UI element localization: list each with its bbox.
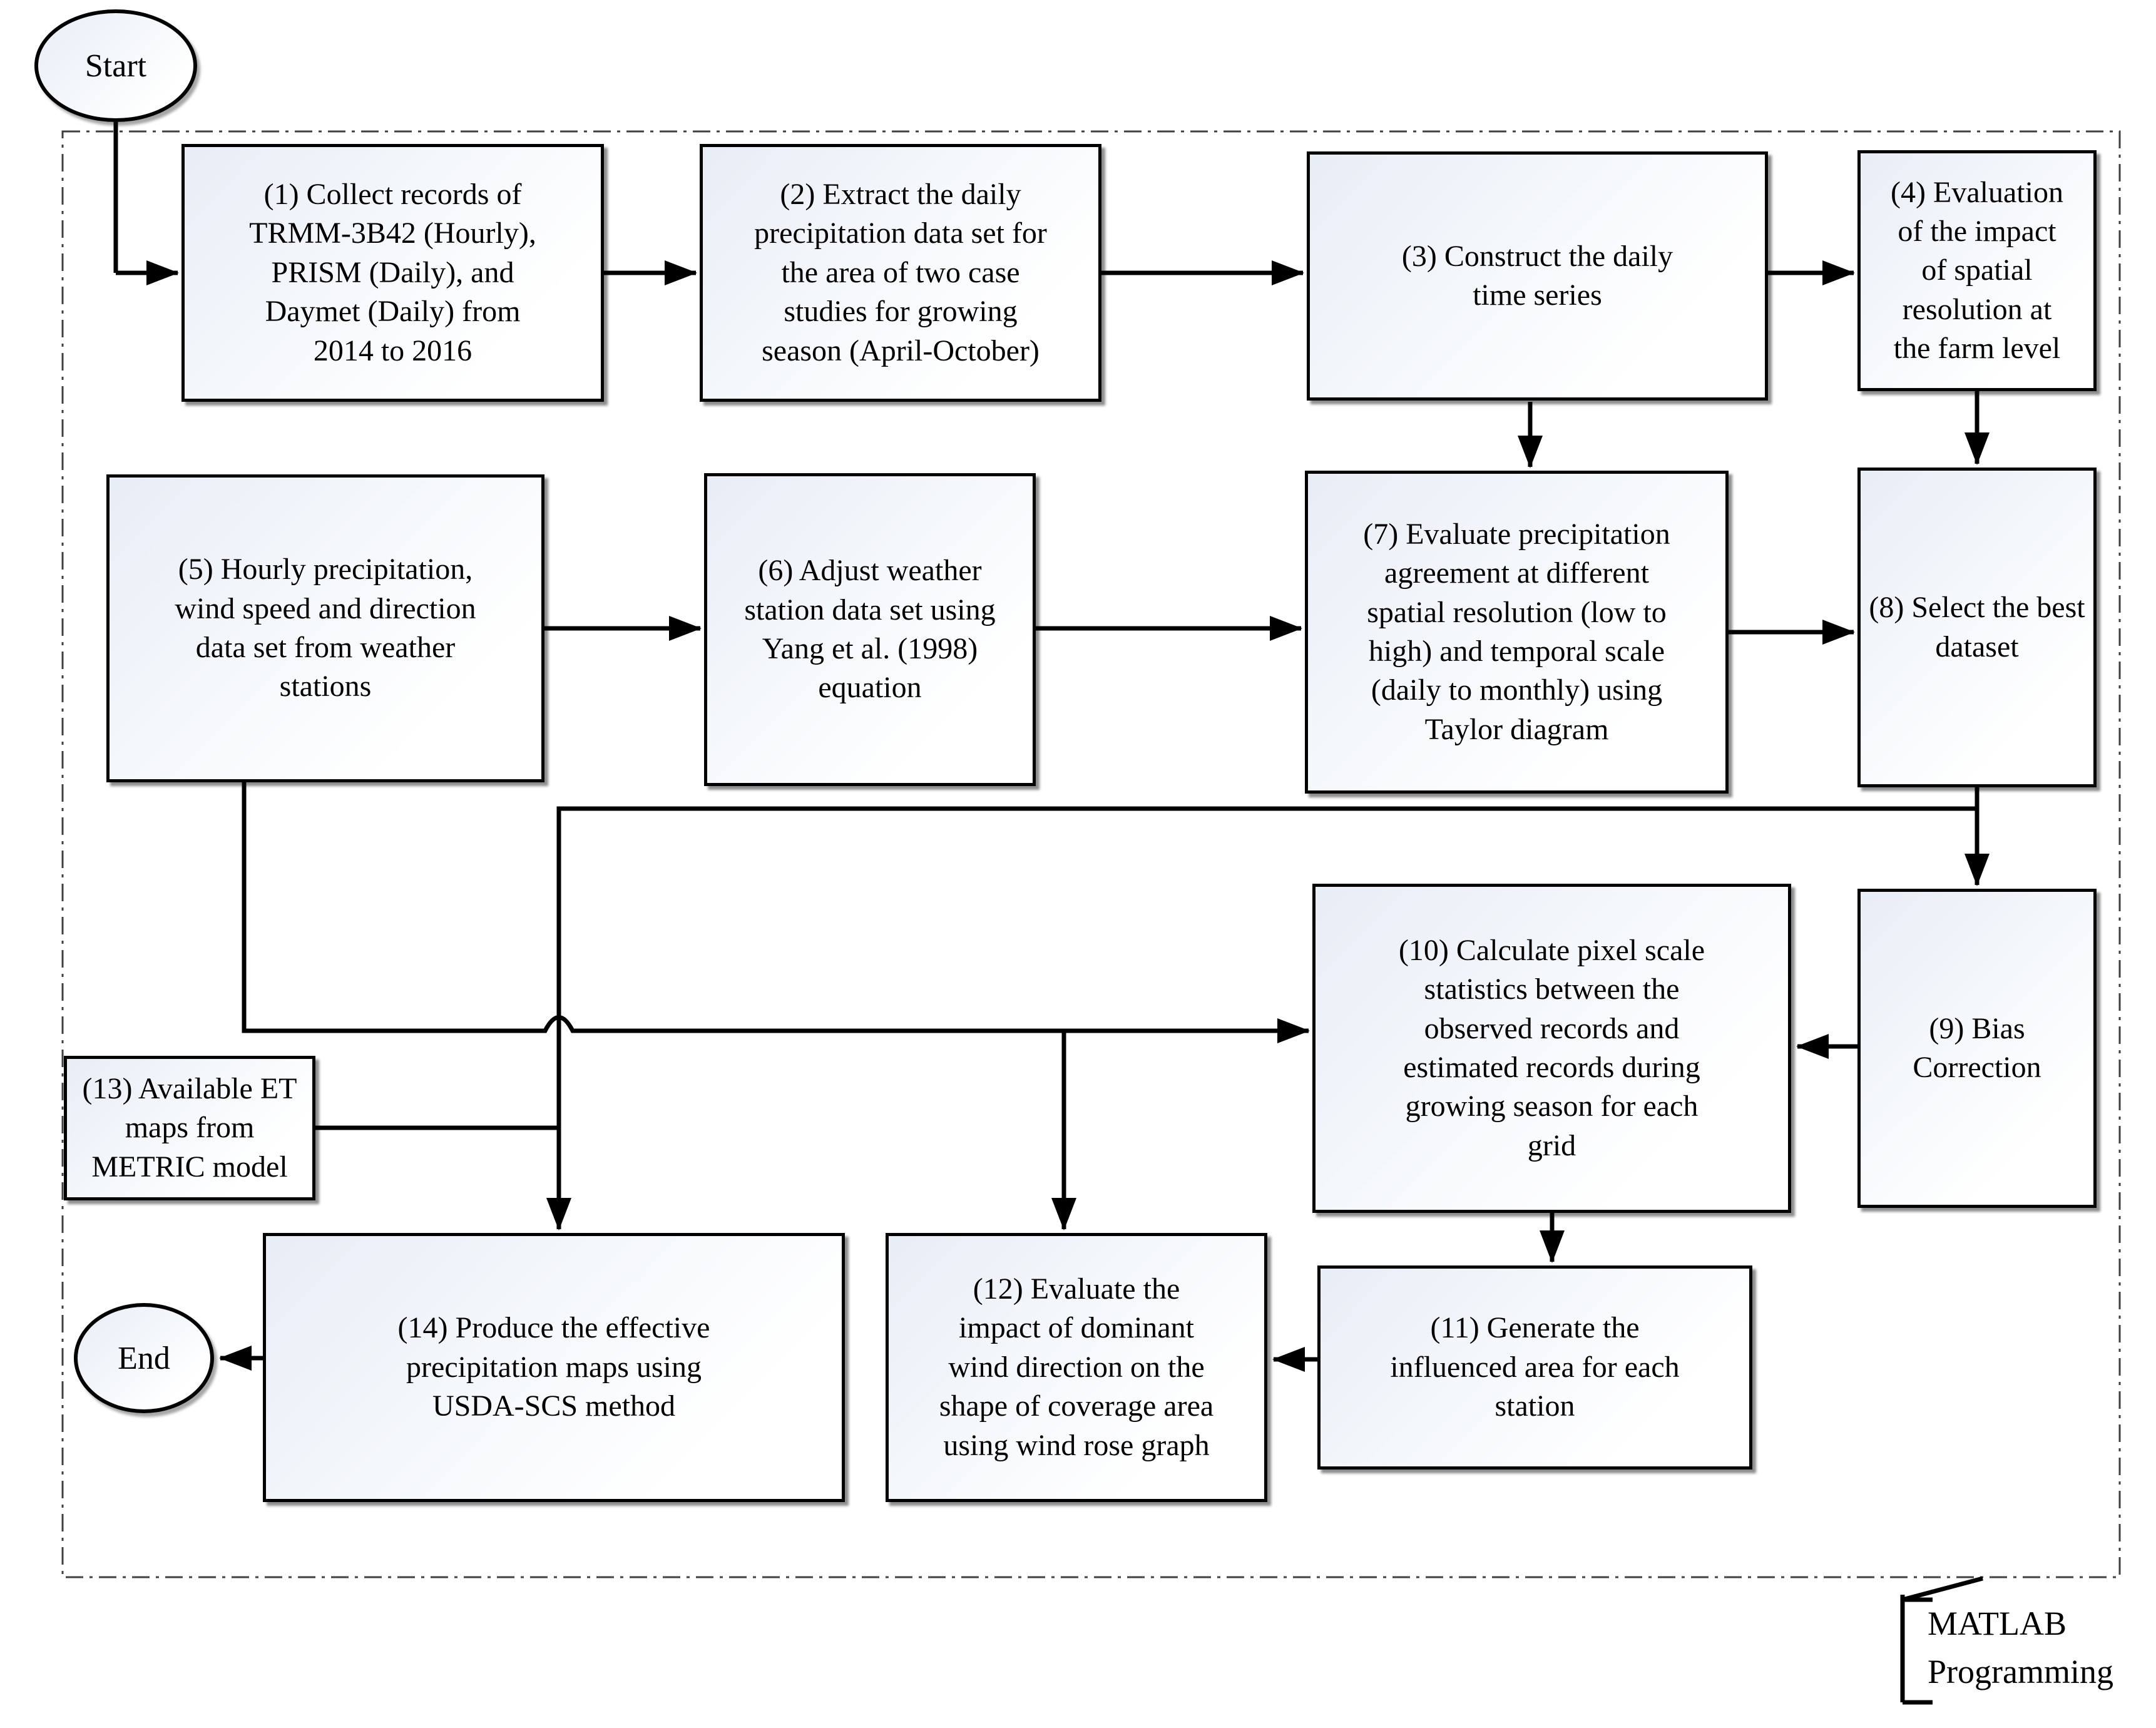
box-6-text: (6) Adjust weather station data set usin… — [744, 554, 996, 705]
matlab-programming-label: MATLAB Programming — [1928, 1600, 2113, 1695]
box-5-text: (5) Hourly precipitation, wind speed and… — [175, 553, 476, 703]
process-box-11-influenced-area: (11) Generate the influenced area for ea… — [1317, 1265, 1752, 1470]
process-box-14-effective-precip-maps: (14) Produce the effective precipitation… — [263, 1233, 845, 1502]
matlab-label-line2: Programming — [1928, 1652, 2113, 1690]
box-1-text: (1) Collect records of TRMM-3B42 (Hourly… — [249, 178, 536, 367]
box-7-text: (7) Evaluate precipitation agreement at … — [1363, 517, 1670, 746]
process-box-8-select-best-dataset: (8) Select the best dataset — [1857, 468, 2097, 787]
process-box-1-collect-records: (1) Collect records of TRMM-3B42 (Hourly… — [181, 144, 604, 402]
process-box-5-weather-station-data: (5) Hourly precipitation, wind speed and… — [106, 474, 544, 782]
box-13-text: (13) Available ET maps from METRIC model — [82, 1071, 297, 1184]
process-box-9-bias-correction: (9) Bias Correction — [1857, 889, 2097, 1208]
box-4-text: (4) Evaluation of the impact of spatial … — [1891, 175, 2063, 366]
end-node: End — [74, 1303, 214, 1413]
start-label: Start — [84, 48, 147, 84]
process-box-7-evaluate-agreement: (7) Evaluate precipitation agreement at … — [1305, 471, 1729, 794]
process-box-6-adjust-station-data: (6) Adjust weather station data set usin… — [704, 473, 1036, 786]
process-box-2-extract-daily-precip: (2) Extract the daily precipitation data… — [700, 144, 1101, 402]
process-box-4-spatial-resolution-evaluation: (4) Evaluation of the impact of spatial … — [1857, 150, 2097, 391]
process-box-13-et-maps: (13) Available ET maps from METRIC model — [64, 1056, 315, 1200]
box-12-text: (12) Evaluate the impact of dominant win… — [939, 1272, 1214, 1462]
box-2-text: (2) Extract the daily precipitation data… — [754, 178, 1047, 367]
process-box-10-pixel-scale-statistics: (10) Calculate pixel scale statistics be… — [1312, 884, 1791, 1213]
box-10-text: (10) Calculate pixel scale statistics be… — [1398, 933, 1705, 1162]
end-label: End — [118, 1340, 170, 1376]
process-box-3-construct-time-series: (3) Construct the daily time series — [1307, 151, 1768, 401]
box-11-text: (11) Generate the influenced area for ea… — [1390, 1311, 1680, 1423]
start-node: Start — [34, 9, 197, 122]
box-3-text: (3) Construct the daily time series — [1401, 239, 1673, 312]
box-14-text: (14) Produce the effective precipitation… — [397, 1311, 710, 1423]
box-8-text: (8) Select the best dataset — [1869, 591, 2085, 663]
box-9-text: (9) Bias Correction — [1913, 1011, 2041, 1084]
process-box-12-wind-direction-impact: (12) Evaluate the impact of dominant win… — [886, 1233, 1267, 1502]
matlab-label-line1: MATLAB — [1928, 1605, 2067, 1642]
connector-box5-to-box10 — [242, 782, 1310, 1043]
